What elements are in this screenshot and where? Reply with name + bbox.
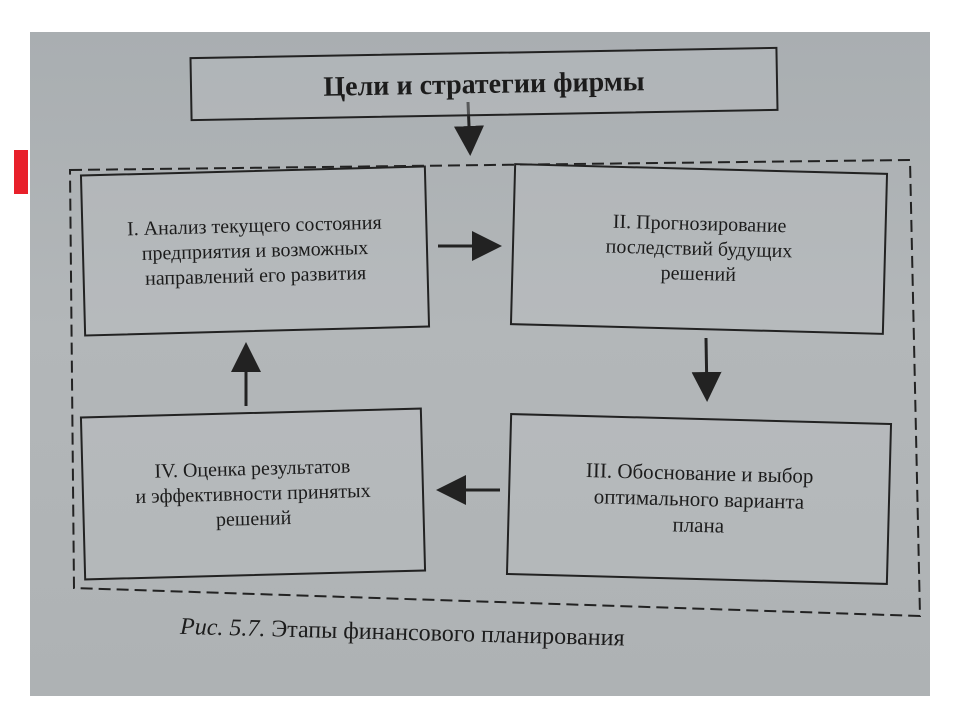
stage-4-label: IV. Оценка результатов и эффективности п… bbox=[135, 454, 371, 531]
slide-accent-marker bbox=[14, 150, 28, 194]
arrow-goals-down bbox=[454, 101, 484, 156]
stage-2-box: II. Прогнозирование последствий будущих … bbox=[509, 163, 889, 335]
stage-1-box: I. Анализ текущего состояния предприятия… bbox=[79, 165, 431, 337]
arrow-stage2-to-stage3 bbox=[691, 337, 722, 402]
caption-figure-number: Рис. 5.7. bbox=[179, 613, 266, 643]
goals-strategies-box: Цели и стратегии фирмы bbox=[189, 46, 779, 122]
goals-strategies-label: Цели и стратегии фирмы bbox=[323, 65, 645, 103]
dashed-frame bbox=[68, 158, 922, 618]
stage-3-box: III. Обоснование и выбор оптимального ва… bbox=[505, 413, 893, 585]
stage-4-box: IV. Оценка результатов и эффективности п… bbox=[79, 407, 427, 581]
diagram-connectors bbox=[68, 101, 922, 618]
stage-2-label: II. Прогнозирование последствий будущих … bbox=[605, 210, 793, 286]
book-page-photo: Цели и стратегии фирмы I. Анализ текущег… bbox=[30, 32, 930, 696]
stage-1-label: I. Анализ текущего состояния предприятия… bbox=[126, 211, 382, 290]
stage-3-label: III. Обоснование и выбор оптимального ва… bbox=[585, 457, 814, 538]
